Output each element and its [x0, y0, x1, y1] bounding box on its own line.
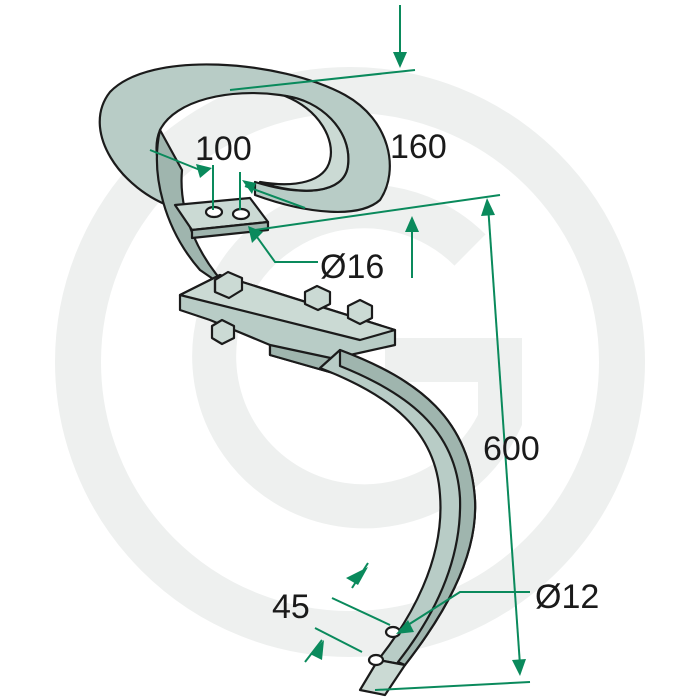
label-hole-bottom: Ø12 [535, 578, 599, 616]
dim-16-leader [251, 229, 318, 263]
top-hole-2 [231, 207, 251, 221]
bolt-2-icon [303, 284, 332, 312]
dimension-arrowheads [196, 52, 526, 676]
arrow-100-right [242, 180, 256, 194]
bolt-1-icon [213, 270, 244, 300]
spring-tine [98, 63, 477, 697]
dimension-labels: 100 160 Ø16 600 45 Ø12 [195, 128, 599, 626]
arrow-45-bottom [310, 640, 324, 660]
dim-160-ref-bottom [254, 194, 501, 231]
dim-160-ref-top [229, 69, 416, 91]
dim-600-line [487, 204, 521, 666]
label-100: 100 [195, 130, 252, 168]
arrow-160-bottom [405, 216, 419, 232]
arrow-16 [248, 226, 263, 243]
label-hole-top: Ø16 [320, 248, 384, 286]
dimension-lines [149, 5, 531, 691]
arrow-600-bottom [512, 659, 526, 676]
arrow-100-left [196, 164, 212, 178]
arrow-600-top [481, 198, 495, 216]
label-160: 160 [390, 128, 447, 166]
arrow-12 [396, 620, 414, 634]
label-600: 600 [483, 430, 540, 468]
bolt-4-icon [210, 318, 236, 346]
bottom-hole-2 [367, 653, 385, 667]
tine-loop [98, 63, 391, 213]
arrow-45-top [346, 567, 368, 585]
arrow-160-top [393, 52, 407, 68]
label-45: 45 [272, 588, 310, 626]
dim-12-leader [399, 591, 530, 631]
bolt-3-icon [346, 298, 374, 326]
tine-tip [358, 658, 407, 697]
